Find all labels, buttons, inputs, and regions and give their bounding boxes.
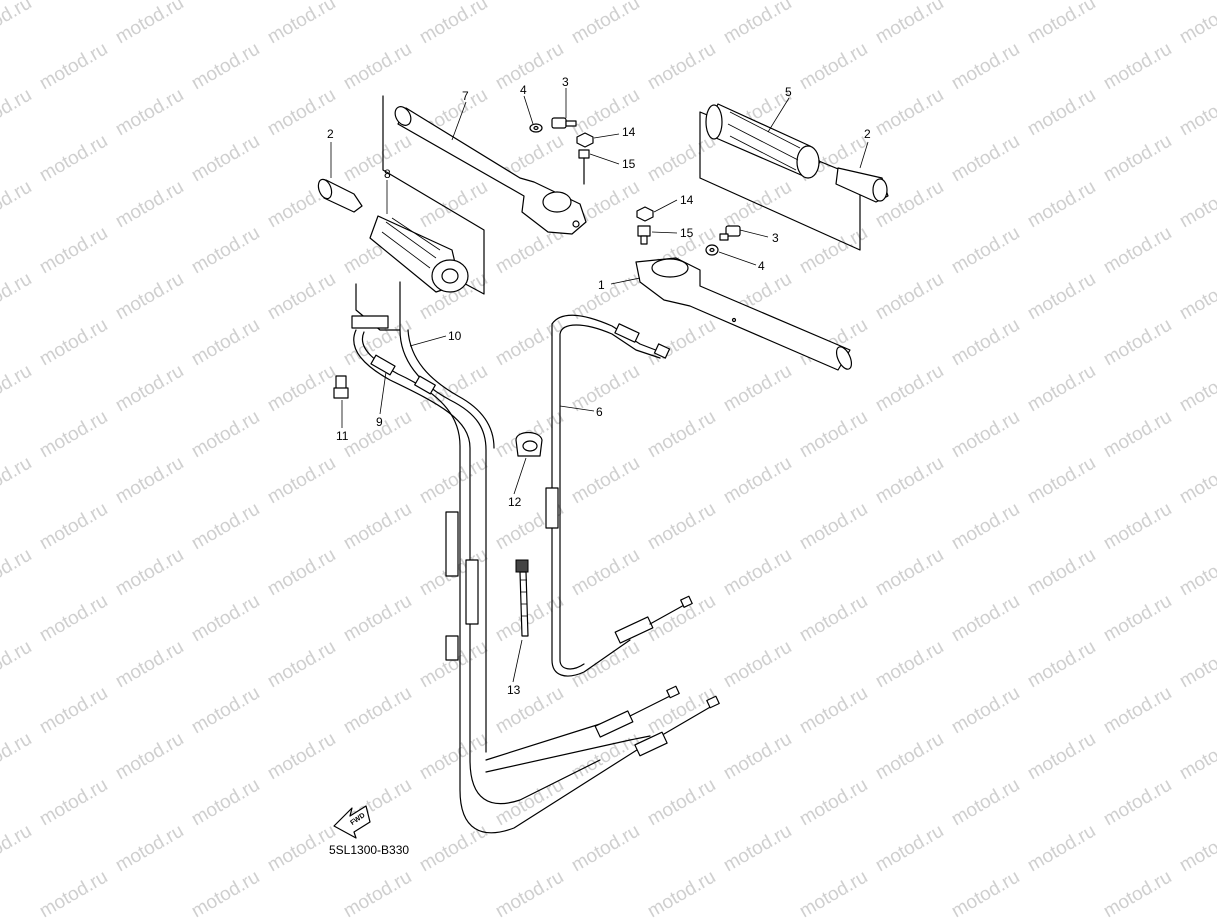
callout-5: 5	[785, 85, 792, 99]
cable-end-top	[594, 685, 720, 757]
cable-bolt	[333, 375, 349, 399]
callout-12: 12	[508, 495, 522, 509]
callout-9: 9	[376, 415, 383, 429]
washer-left	[529, 123, 543, 133]
throttle-cables	[351, 281, 651, 834]
clutch-cable	[545, 314, 693, 677]
throttle-grip	[369, 215, 469, 293]
callout-3: 3	[562, 75, 569, 89]
right-handlebar	[635, 257, 853, 371]
callout-13: 13	[507, 683, 521, 697]
leader-lines	[330, 88, 869, 683]
diagram-code: 5SL1300-B330	[329, 843, 410, 857]
bolt-right	[719, 225, 741, 241]
nut-left	[576, 132, 594, 148]
cable-tie	[515, 559, 529, 637]
callout-1: 1	[598, 278, 605, 292]
callout-2-left: 2	[327, 127, 334, 141]
bar-end-left	[317, 178, 363, 213]
callout-11: 11	[336, 429, 349, 443]
callout-7: 7	[462, 89, 469, 103]
bar-end-right	[835, 167, 889, 203]
callout-10: 10	[448, 329, 462, 343]
washer-right	[705, 244, 719, 256]
cable-clamp	[515, 431, 543, 457]
nut-right	[636, 206, 654, 222]
screw-left	[578, 149, 590, 185]
callout-4-right: 4	[758, 259, 765, 273]
left-handlebar	[394, 106, 587, 235]
callout-14-right: 14	[680, 193, 694, 207]
bolt-left	[551, 117, 577, 129]
callout-2-right: 2	[864, 127, 871, 141]
left-grip	[705, 103, 821, 179]
callout-14: 14	[622, 125, 636, 139]
callout-3-right: 3	[772, 231, 779, 245]
callout-4: 4	[520, 83, 527, 97]
callout-15-right: 15	[680, 226, 694, 240]
callout-15: 15	[622, 157, 636, 171]
callout-6: 6	[596, 405, 603, 419]
callout-8: 8	[384, 167, 391, 181]
fwd-arrow-icon: FWD	[333, 805, 371, 839]
screw-right	[637, 225, 651, 245]
